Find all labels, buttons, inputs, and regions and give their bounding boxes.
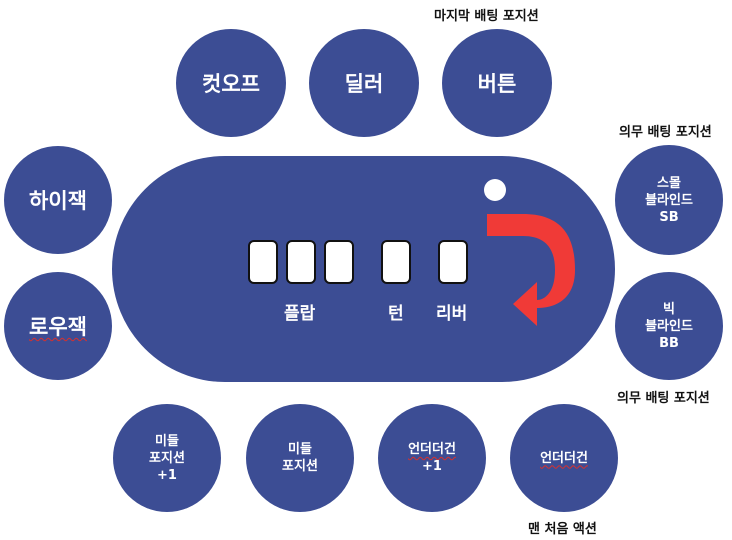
seat-big-blind-line-1: 빅 (663, 301, 675, 317)
seat-middle-plus1: 미들 포지션 +1 (113, 404, 221, 512)
seat-hijack-label: 하이잭 (29, 189, 87, 213)
first-action-note: 맨 처음 액션 (528, 522, 597, 537)
seat-lowjack: 로우잭 (4, 272, 112, 380)
seat-small-blind-line-3: SB (659, 209, 679, 225)
seat-big-blind-line-3: BB (659, 335, 679, 351)
seat-button-label: 버튼 (477, 72, 517, 96)
street-flop: 플랍 (284, 304, 316, 324)
turn-card (381, 240, 411, 284)
seat-cutoff: 컷오프 (176, 29, 286, 137)
poker-table (112, 156, 615, 382)
seat-dealer: 딜러 (309, 29, 419, 137)
seat-hijack: 하이잭 (4, 146, 112, 254)
seat-middle-plus1-line-1: 미들 (155, 433, 179, 449)
seat-middle-plus1-line-2: 포지션 (149, 450, 185, 466)
seat-middle-line-1: 미들 (288, 442, 312, 457)
flop-card-1 (248, 240, 278, 284)
seat-middle-line-2: 포지션 (282, 459, 318, 474)
seat-button: 버튼 (442, 29, 552, 137)
seat-big-blind: 빅 블라인드 BB (615, 272, 723, 380)
seat-utg-plus1: 언더더건 +1 (378, 404, 486, 512)
seat-utg-plus1-line-2: +1 (422, 459, 442, 474)
street-turn: 턴 (388, 304, 404, 324)
mandatory-betting-note-top: 의무 배팅 포지션 (619, 125, 712, 140)
seat-small-blind: 스몰 블라인드 SB (615, 145, 723, 255)
seat-middle: 미들 포지션 (246, 404, 354, 512)
flop-card-2 (286, 240, 316, 284)
seat-utg-label: 언더더건 (540, 450, 588, 466)
seat-small-blind-line-1: 스몰 (657, 175, 681, 191)
dealer-button-icon (484, 179, 506, 201)
seat-cutoff-label: 컷오프 (202, 72, 260, 96)
seat-utg-plus1-line-1: 언더더건 (408, 442, 456, 457)
mandatory-betting-note-bottom: 의무 배팅 포지션 (617, 391, 710, 406)
river-card (438, 240, 468, 284)
seat-dealer-label: 딜러 (344, 72, 384, 96)
seat-small-blind-line-2: 블라인드 (645, 192, 693, 208)
last-betting-note: 마지막 배팅 포지션 (434, 9, 539, 24)
flop-card-3 (324, 240, 354, 284)
seat-middle-plus1-line-3: +1 (157, 467, 177, 483)
seat-big-blind-line-2: 블라인드 (645, 318, 693, 334)
seat-lowjack-label: 로우잭 (29, 315, 87, 339)
seat-utg: 언더더건 (510, 404, 618, 512)
street-river: 리버 (436, 304, 468, 324)
curved-arrow-icon (487, 214, 575, 326)
